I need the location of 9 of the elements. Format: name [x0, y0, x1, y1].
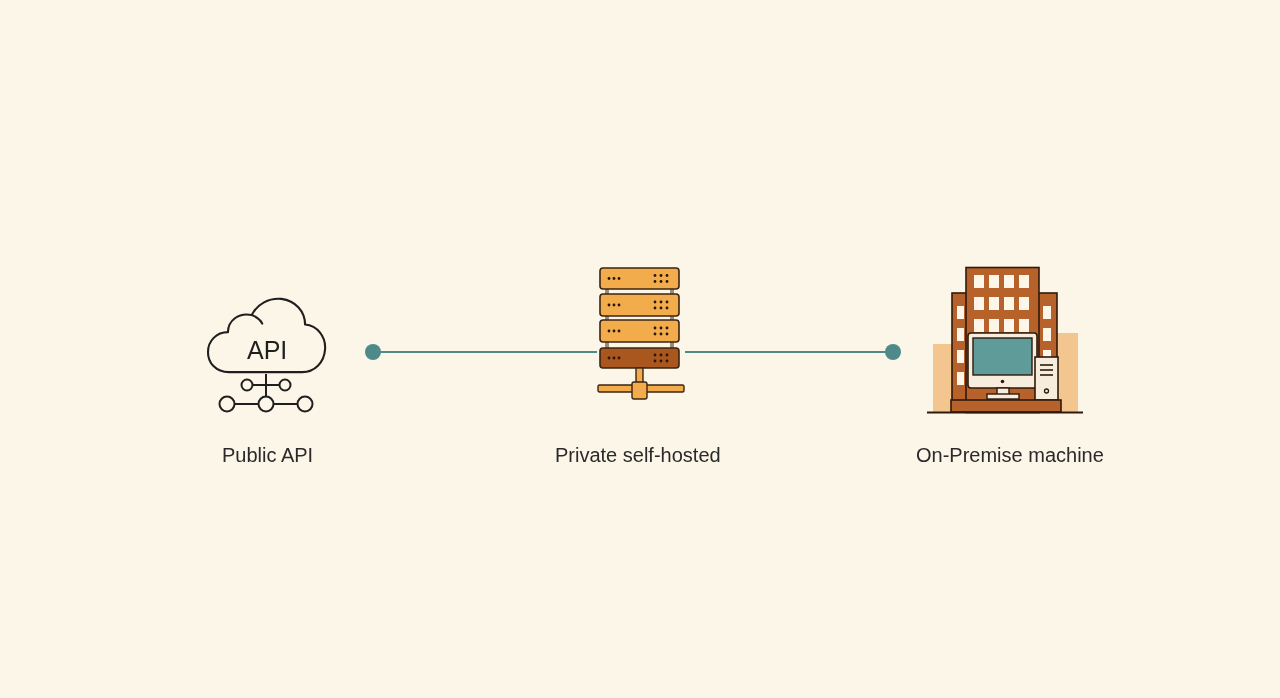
node-caption: Private self-hosted: [555, 443, 721, 467]
node-caption: Public API: [222, 443, 314, 467]
connector-line: [365, 344, 597, 360]
connector-line: [685, 344, 901, 360]
node-caption: On-Premise machine: [916, 443, 1104, 467]
cloud-shape: [205, 296, 329, 375]
building-computer-icon: [926, 266, 1084, 414]
server-icon: [597, 267, 685, 401]
cloud-label: API: [247, 336, 288, 364]
